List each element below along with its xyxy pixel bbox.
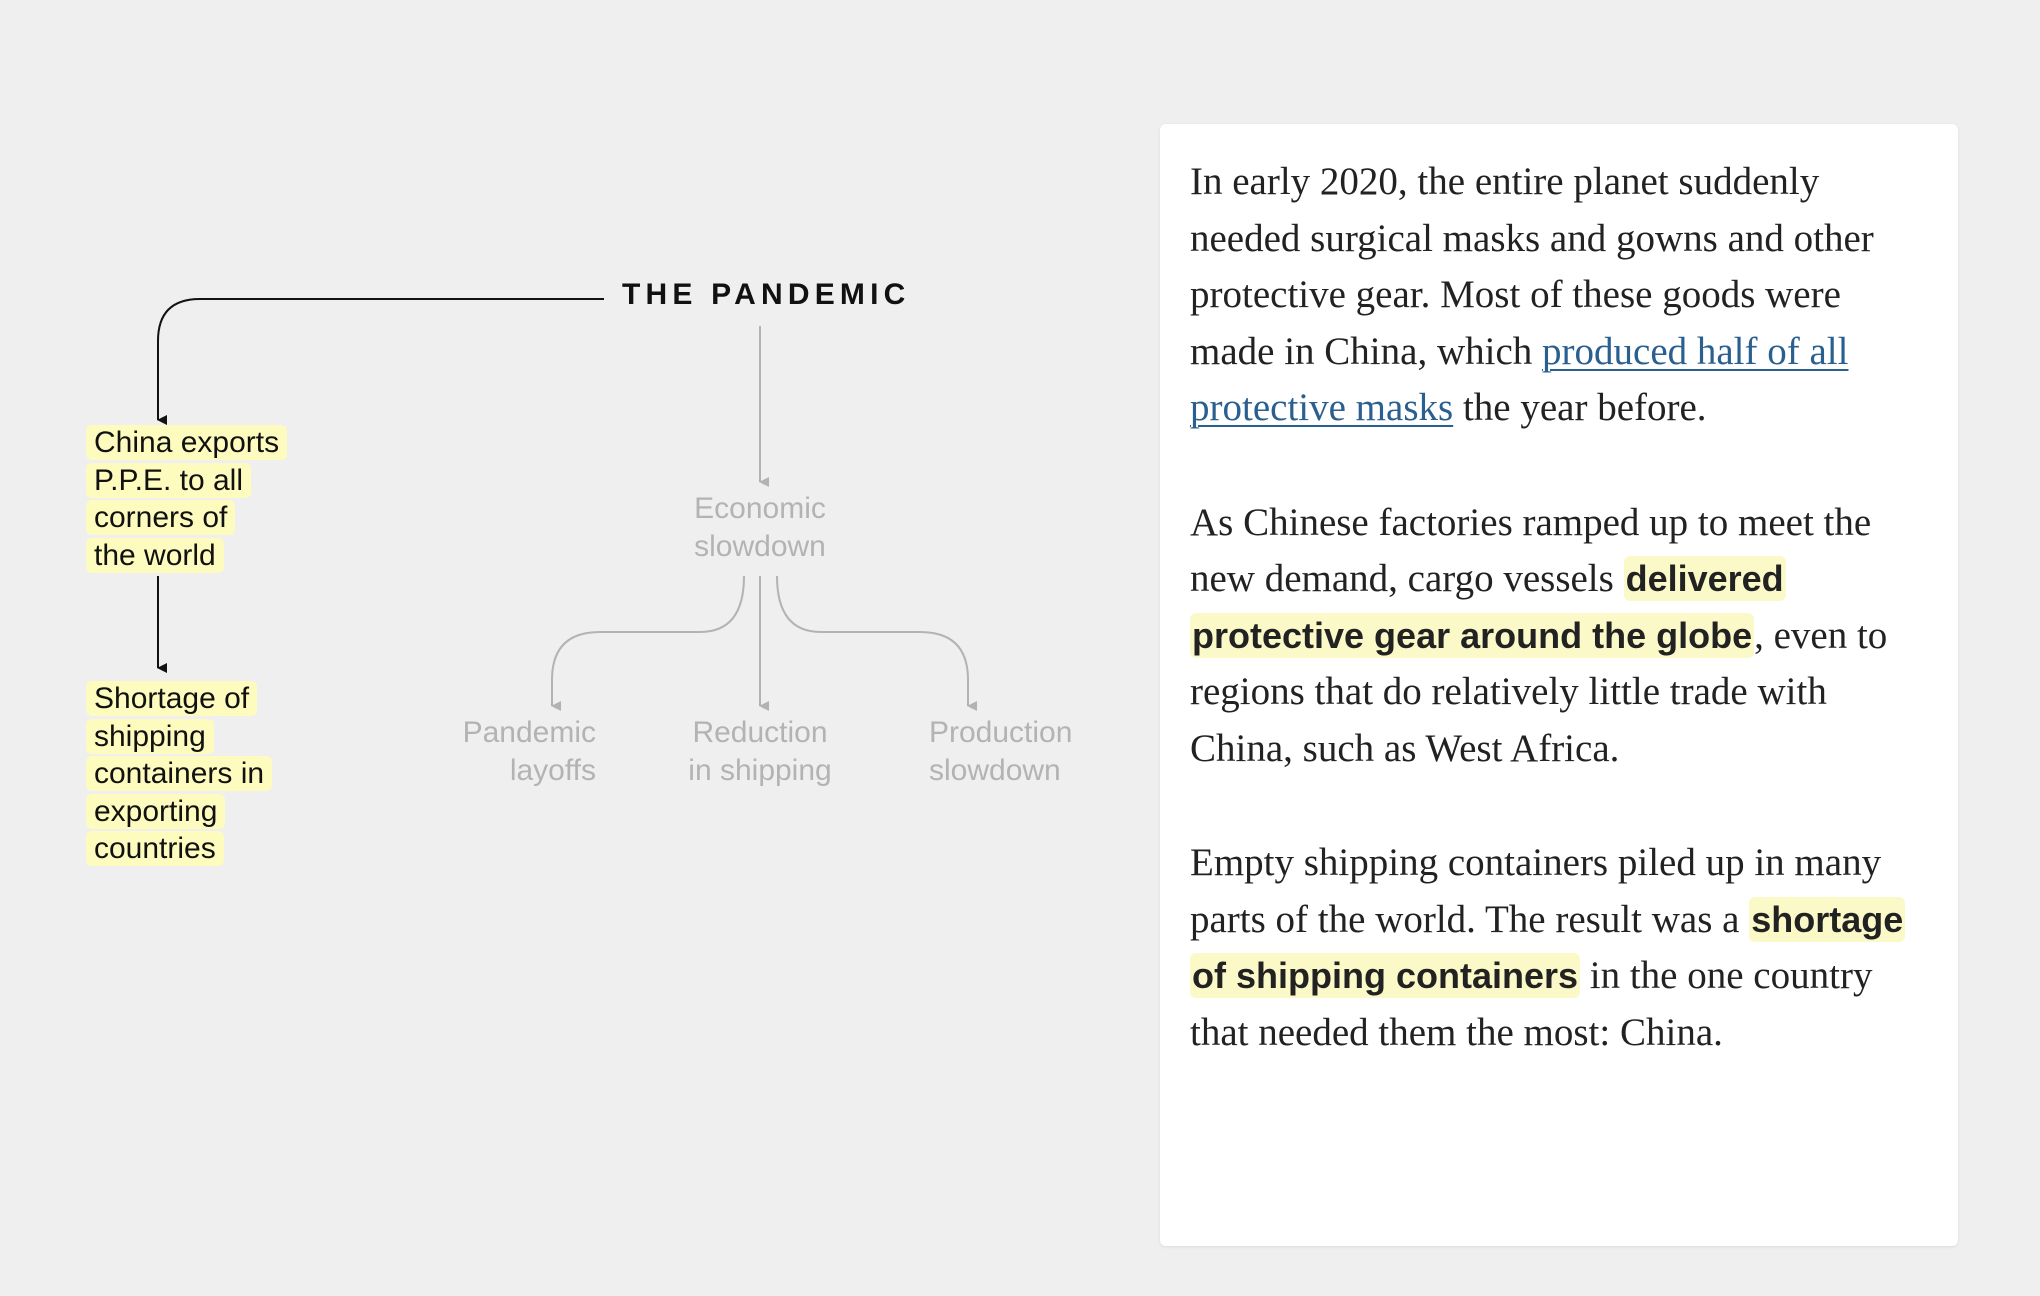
diagram-connectors <box>157 298 977 711</box>
article-paragraph-3: Empty shipping containers piled up in ma… <box>1190 835 1928 1061</box>
node-china-exports: China exports P.P.E. to all corners of t… <box>86 424 288 574</box>
connector-slowdown-to-production <box>776 575 977 711</box>
causal-diagram: THE PANDEMIC China exports P.P.E. to all… <box>86 278 1129 868</box>
node-line: Shortage of <box>86 681 258 716</box>
node-line: P.P.E. to all <box>86 462 252 498</box>
article-paragraph-2: As Chinese factories ramped up to meet t… <box>1190 495 1928 778</box>
node-line: slowdown <box>694 529 826 563</box>
connector-root-to-china-exports <box>157 298 604 425</box>
node-line: corners of <box>86 500 236 535</box>
node-line: slowdown <box>929 753 1061 787</box>
node-line: countries <box>86 831 224 866</box>
node-line: Economic <box>694 492 826 525</box>
node-economic-slowdown: Economic slowdown <box>660 490 860 565</box>
node-line: in shipping <box>688 753 832 787</box>
article-text-panel: In early 2020, the entire planet suddenl… <box>1160 124 1958 1246</box>
node-shortage-of-containers: Shortage of shipping containers in expor… <box>86 680 273 868</box>
node-line: containers in <box>86 756 273 791</box>
paragraph-text: the year before. <box>1453 386 1707 429</box>
root-node-the-pandemic: THE PANDEMIC <box>622 278 911 311</box>
connector-slowdown-to-layoffs <box>551 575 745 711</box>
masks-source-link[interactable]: produced half of all protective masks <box>1190 329 1849 430</box>
node-production-slowdown: Production slowdown <box>929 714 1129 789</box>
node-reduction-in-shipping: Reduction in shipping <box>660 714 860 789</box>
paragraph-text: As Chinese factories ramped up to meet t… <box>1190 500 1872 601</box>
node-line: the world <box>86 537 224 573</box>
node-line: shipping <box>86 718 214 754</box>
node-pandemic-layoffs: Pandemic layoffs <box>420 714 596 789</box>
node-line: China exports <box>86 425 288 460</box>
paragraph-text: In early 2020, the entire planet suddenl… <box>1190 160 1874 373</box>
article-paragraph-1: In early 2020, the entire planet suddenl… <box>1190 154 1928 437</box>
paragraph-text: Empty shipping containers piled up in ma… <box>1190 841 1882 941</box>
node-line: Production <box>929 716 1073 749</box>
paragraph-text: in the one country that needed them the … <box>1190 954 1873 1054</box>
node-line: Pandemic <box>462 716 596 749</box>
node-line: layoffs <box>509 753 596 787</box>
node-line: exporting <box>86 793 226 829</box>
paragraph-text: , even to regions that do relatively lit… <box>1190 613 1888 770</box>
node-line: Reduction <box>692 716 828 749</box>
